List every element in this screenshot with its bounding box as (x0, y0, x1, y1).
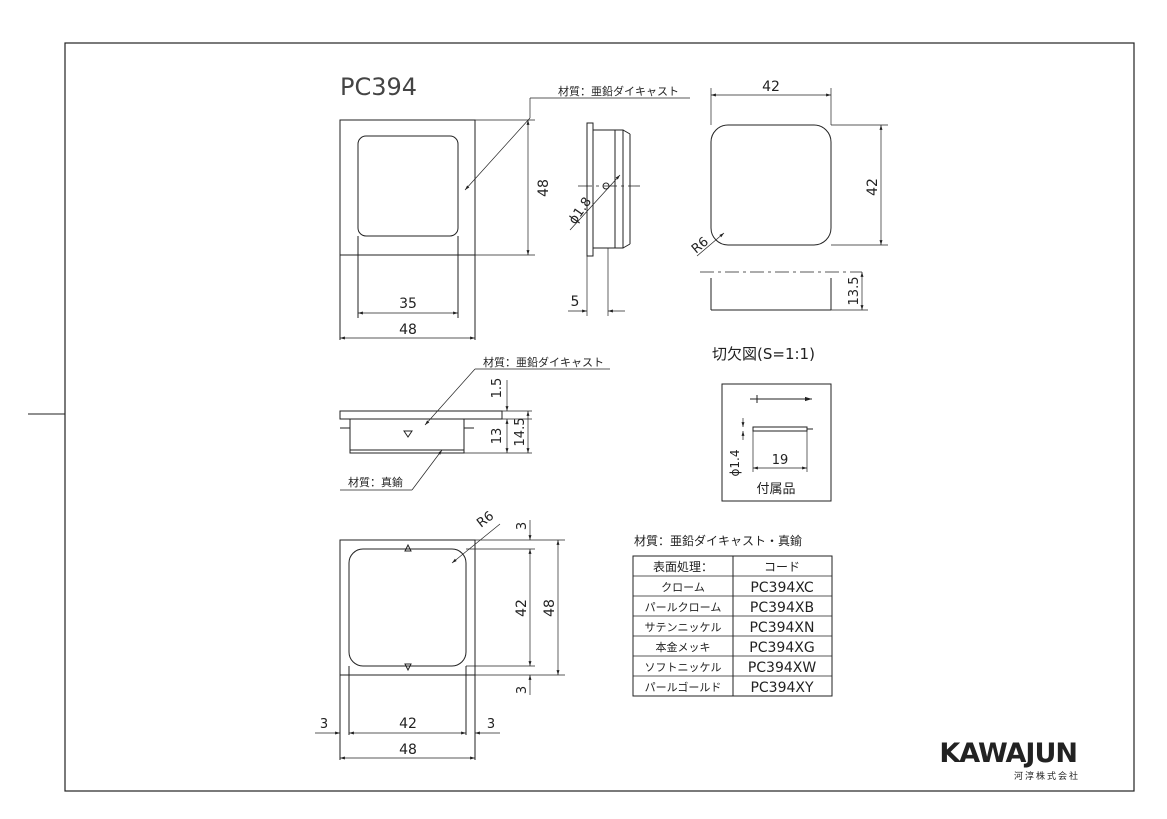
bottom-radius-dim: R6 (474, 509, 497, 531)
material-label-table: 材質：亜鉛ダイキャスト・真鍮 (634, 533, 802, 548)
table-cell-finish: サテンニッケル (645, 621, 722, 634)
table-cell-code: PC394XC (750, 580, 814, 596)
section-total-dim: 14.5 (513, 418, 528, 447)
finish-table: 表面処理： コード クローム PC394XC パールクローム PC394XB サ… (632, 555, 833, 697)
sheet-border (64, 42, 1135, 792)
section-body-dim: 13 (490, 428, 505, 445)
bottom-inner-width-dim: 42 (399, 716, 417, 732)
table-cell-finish: ソフトニッケル (645, 661, 722, 674)
cutout-scale-title: 切欠図(S=1:1) (712, 345, 815, 363)
side-pin-hole-dim: ϕ1.8 (566, 195, 595, 228)
front-width-dim: 48 (399, 322, 417, 338)
accessory-length-dim: 19 (772, 453, 789, 468)
bottom-view: 3 42 3 48 R6 3 42 3 48 (315, 509, 565, 760)
section-flange-dim: 1.5 (490, 378, 505, 399)
table-cell-code: PC394XN (749, 620, 814, 636)
table-cell-finish: クローム (661, 581, 705, 594)
material-label-top: 材質：亜鉛ダイキャスト (558, 84, 679, 98)
bottom-inner-height-dim: 42 (514, 599, 530, 617)
accessory-box: 19 ϕ1.4 付属品 (721, 383, 832, 502)
table-cell-code: PC394XW (748, 660, 817, 676)
bottom-bottom-gap-dim: 3 (515, 686, 530, 694)
accessory-pin-dim: ϕ1.4 (728, 450, 742, 477)
front-height-dim: 48 (536, 179, 552, 197)
table-cell-finish: 本金メッキ (656, 640, 711, 654)
table-cell-finish: パールゴールド (645, 680, 722, 694)
part-number-title: PC394 (340, 73, 417, 101)
logo-wordmark: KAWAJUN (939, 738, 1077, 769)
material-label-section: 材質：亜鉛ダイキャスト (483, 355, 604, 369)
cutout-view: 42 42 R6 13.5 (689, 79, 888, 311)
table-cell-finish: パールクローム (645, 601, 722, 614)
table-header-finish: 表面処理： (653, 560, 713, 574)
table-cell-code: PC394XG (749, 640, 814, 656)
front-inner-width-dim: 35 (399, 296, 417, 312)
front-view: 48 35 48 材質：亜鉛ダイキャスト (339, 84, 690, 340)
accessory-label: 付属品 (756, 482, 795, 497)
side-view: ϕ1.8 5 (566, 122, 640, 316)
table-header-code: コード (764, 560, 800, 574)
cutout-radius-dim: R6 (689, 234, 712, 257)
bottom-width-dim: 48 (399, 742, 417, 758)
table-cell-code: PC394XB (750, 600, 814, 616)
cutout-height-dim: 42 (865, 178, 881, 196)
bottom-left-gap-dim: 3 (320, 717, 328, 732)
bottom-height-dim: 48 (542, 599, 558, 617)
logo-company-name: 河淳株式会社 (1014, 770, 1080, 782)
company-logo: KAWAJUN 河淳株式会社 (939, 738, 1080, 782)
section-view: 材質：亜鉛ダイキャスト 1.5 13 14.5 材質：真鍮 (339, 355, 610, 491)
side-depth-dim: 5 (571, 294, 580, 310)
bottom-right-gap-dim: 3 (487, 717, 495, 732)
bottom-top-gap-dim: 3 (515, 522, 530, 530)
material-label-brass: 材質：真鍮 (348, 475, 403, 489)
cutout-depth-dim: 13.5 (847, 277, 862, 306)
table-cell-code: PC394XY (750, 680, 814, 696)
cutout-width-dim: 42 (762, 79, 780, 95)
